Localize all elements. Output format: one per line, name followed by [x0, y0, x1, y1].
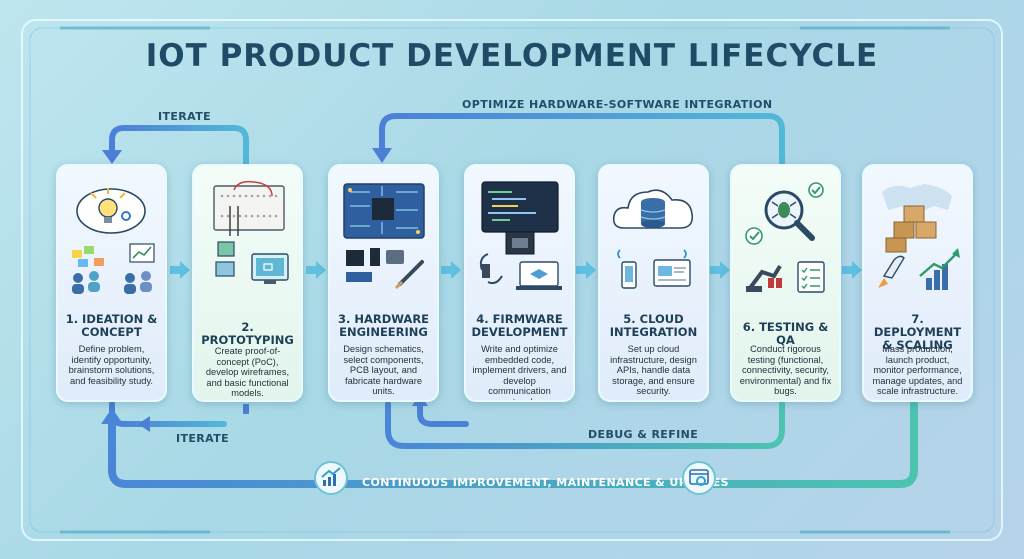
breadboard-icon	[213, 180, 289, 284]
debug-refine-arrow	[385, 401, 785, 449]
stage-description: Write and optimize embedded code, implem…	[472, 344, 567, 402]
stage-title: 5. CLOUD INTEGRATION	[609, 312, 698, 339]
boxes-rocket-icon	[878, 184, 960, 290]
pcb-icon	[343, 183, 425, 290]
continuous-improvement-arrow	[108, 400, 918, 488]
stage-card-firmware: 4. FIRMWARE DEVELOPMENT Write and optimi…	[464, 164, 575, 402]
stage-title: 1. IDEATION & CONCEPT	[65, 312, 158, 339]
stage-card-testing: 6. TESTING & QA Conduct rigorous testing…	[730, 164, 841, 402]
optimize-loop-arrow	[379, 113, 785, 166]
iterate-bottom-arrow	[109, 401, 227, 427]
stage-title: 6. TESTING & QA	[742, 320, 829, 347]
stage-description: Set up cloud infrastructure, design APIs…	[610, 344, 697, 397]
continuous-improvement-label: CONTINUOUS IMPROVEMENT, MAINTENANCE & UP…	[362, 476, 729, 489]
debug-refine-label: DEBUG & REFINE	[588, 428, 699, 441]
stage-card-prototyping: 2. PROTOTYPING Create proof-of-concept (…	[192, 164, 303, 402]
page-title: IOT PRODUCT DEVELOPMENT LIFECYCLE	[145, 38, 879, 74]
stage-title: 3. HARDWARE ENGINEERING	[337, 312, 430, 339]
optimize-label: OPTIMIZE HARDWARE-SOFTWARE INTEGRATION	[462, 98, 773, 111]
stage-title: 4. FIRMWARE DEVELOPMENT	[471, 312, 568, 339]
stage-description: Define problem, identify opportunity, br…	[68, 344, 155, 386]
stage-title: 7. DEPLOYMENT & SCALING	[873, 312, 962, 352]
stage-description: Conduct rigorous testing (functional, co…	[739, 344, 832, 397]
growth-chart-icon	[314, 461, 348, 495]
stage-description: Design schematics, select components, PC…	[343, 344, 424, 397]
flow-arrow-6-7	[842, 261, 862, 279]
iterate-top-arrow	[109, 125, 249, 166]
stage-description: Create proof-of-concept (PoC), develop w…	[205, 346, 290, 399]
settings-window-icon	[682, 461, 716, 495]
iterate-bottom-label: ITERATE	[176, 432, 230, 445]
cloud-database-icon	[612, 189, 694, 289]
firmware-code-icon	[479, 181, 562, 290]
stage-card-cloud: 5. CLOUD INTEGRATION Set up cloud infras…	[598, 164, 709, 402]
lightbulb-brainstorm-icon	[72, 188, 155, 294]
stage-card-deployment: 7. DEPLOYMENT & SCALING Mass production,…	[862, 164, 973, 402]
flow-arrow-1-2	[170, 261, 190, 279]
stage-description: Mass production, launch product, monitor…	[872, 344, 963, 397]
flow-arrow-5-6	[710, 261, 730, 279]
stage-card-ideation: 1. IDEATION & CONCEPT Define problem, id…	[56, 164, 167, 402]
flow-arrow-4-5	[576, 261, 596, 279]
stage-title: 2. PROTOTYPING	[201, 320, 294, 347]
flow-arrow-3-4	[441, 261, 461, 279]
magnifier-bug-icon	[745, 182, 825, 293]
flow-arrow-2-3	[306, 261, 326, 279]
iterate-top-label: ITERATE	[158, 110, 212, 123]
stage-card-hardware: 3. HARDWARE ENGINEERING Design schematic…	[328, 164, 439, 402]
